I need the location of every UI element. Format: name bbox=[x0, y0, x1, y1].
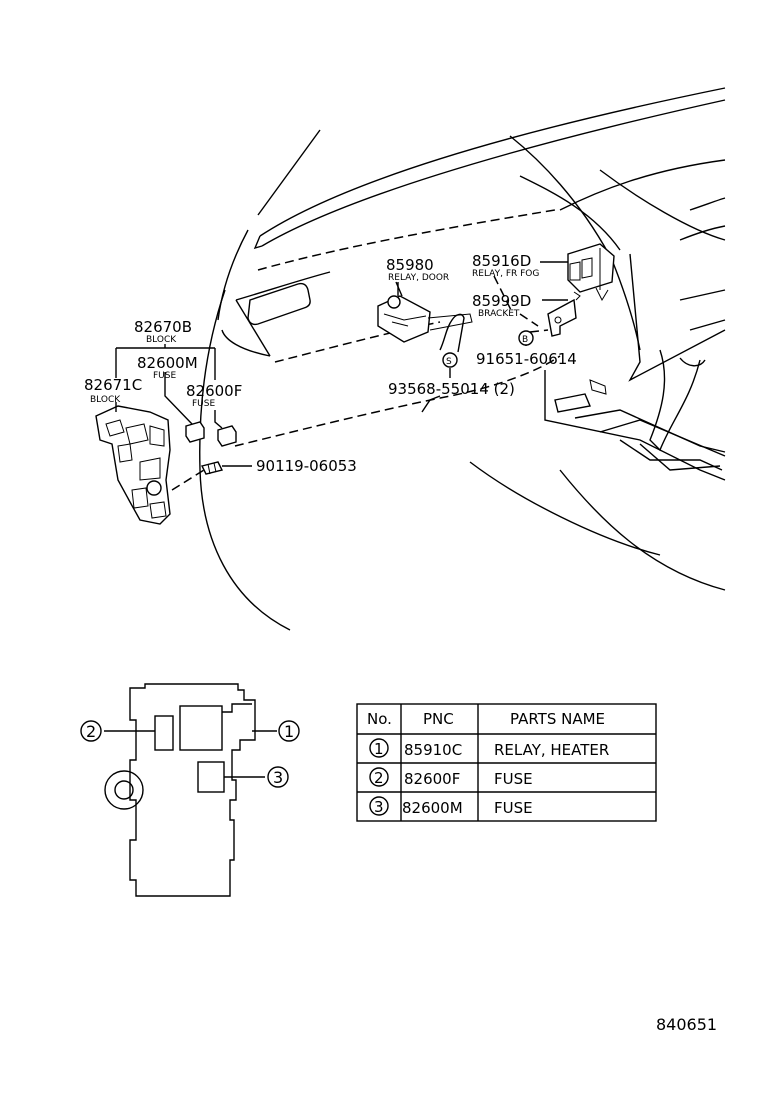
sublabel-82600m: FUSE bbox=[153, 371, 176, 381]
callout-1: 1 bbox=[284, 722, 294, 741]
bolt-part bbox=[200, 461, 224, 475]
mark-b-circle bbox=[518, 330, 534, 346]
mark-s: S bbox=[446, 357, 452, 367]
header-pnc: PNC bbox=[423, 710, 454, 728]
row-pnc: 85910C bbox=[404, 741, 462, 759]
sublabel-82671c: BLOCK bbox=[90, 395, 121, 405]
row-pnc: 82600F bbox=[404, 770, 460, 788]
dashboard-outline bbox=[199, 87, 726, 631]
label-91651-60614: 91651-60614 bbox=[476, 350, 577, 368]
header-parts-name: PARTS NAME bbox=[510, 710, 605, 728]
label-82671c: 82671C bbox=[84, 376, 142, 394]
label-82600m: 82600M bbox=[137, 354, 198, 372]
row-name: FUSE bbox=[494, 770, 533, 788]
label-85999d: 85999D bbox=[472, 292, 531, 310]
callout-3: 3 bbox=[273, 768, 283, 787]
sublabel-85980: RELAY, DOOR bbox=[388, 273, 449, 283]
fuse-part-82600m bbox=[185, 421, 205, 443]
table-row: 1 85910C RELAY, HEATER bbox=[369, 738, 609, 759]
fog-relay-part bbox=[567, 243, 615, 302]
row-no: 1 bbox=[374, 740, 384, 758]
fuse-slot-3 bbox=[197, 761, 225, 793]
callout-2: 2 bbox=[86, 722, 96, 741]
diagram-code: 840651 bbox=[656, 1015, 717, 1034]
label-93568-55014: 93568-55014 (2) bbox=[388, 380, 515, 398]
row-pnc: 82600M bbox=[402, 799, 463, 817]
relay-door-part bbox=[377, 281, 473, 343]
part-labels: 82670B BLOCK 82600M FUSE 82671C BLOCK 82… bbox=[84, 252, 577, 475]
row-name: FUSE bbox=[494, 799, 533, 817]
table-row: 3 82600M FUSE bbox=[369, 796, 533, 817]
header-no: No. bbox=[367, 710, 392, 728]
row-name: RELAY, HEATER bbox=[494, 741, 609, 759]
bracket-part bbox=[547, 291, 581, 337]
row-no: 2 bbox=[374, 769, 384, 787]
fuse-slot-2 bbox=[154, 715, 174, 751]
sublabel-85916d: RELAY, FR FOG bbox=[472, 269, 539, 279]
label-82670b: 82670B bbox=[134, 318, 192, 336]
wire-screw bbox=[439, 313, 465, 353]
block-layout-inset: 2 1 3 bbox=[80, 683, 300, 897]
label-90119-06053: 90119-06053 bbox=[256, 457, 357, 475]
leader-lines bbox=[115, 261, 568, 491]
mark-s-circle bbox=[442, 352, 458, 368]
sublabel-82600f: FUSE bbox=[192, 399, 215, 409]
junction-block-part bbox=[95, 405, 171, 525]
table-row: 2 82600F FUSE bbox=[369, 767, 533, 788]
label-85980: 85980 bbox=[386, 256, 434, 274]
label-82600f: 82600F bbox=[186, 382, 242, 400]
sublabel-82670b: BLOCK bbox=[146, 335, 177, 345]
mark-b: B bbox=[522, 335, 528, 345]
sublabel-85999d: BRACKET bbox=[478, 309, 520, 319]
label-85916d: 85916D bbox=[472, 252, 531, 270]
relay-slot-1 bbox=[179, 705, 223, 751]
fuse-part-82600f bbox=[217, 425, 237, 447]
row-no: 3 bbox=[374, 798, 384, 816]
parts-table: No. PNC PARTS NAME 1 85910C RELAY, HEATE… bbox=[356, 703, 657, 822]
